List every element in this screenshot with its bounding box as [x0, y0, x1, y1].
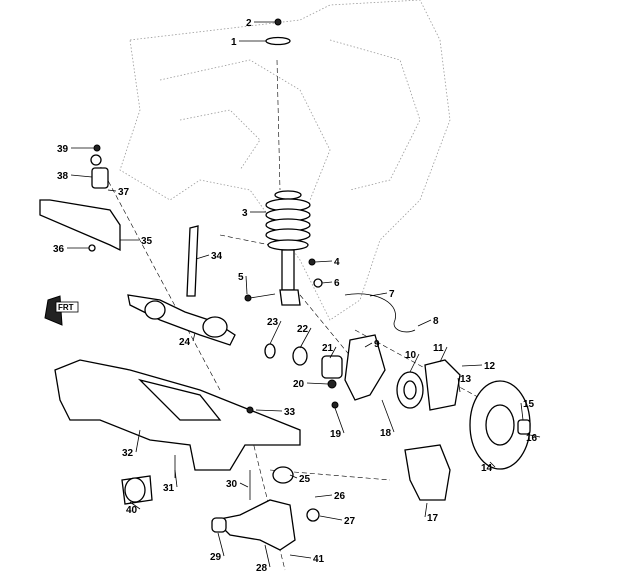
callout-leader-38: [70, 174, 93, 178]
callout-leader-24: [192, 332, 196, 342]
callout-leader-5: [245, 275, 248, 295]
callout-labels: 1234567891011121314151617181920212223242…: [53, 18, 541, 574]
callout-5: 5: [238, 272, 244, 283]
callout-leader-30: [239, 482, 249, 488]
brake-caliper: [404, 444, 451, 501]
callout-16: 16: [526, 433, 538, 444]
callout-12: 12: [484, 361, 496, 372]
callout-leader-18: [381, 399, 395, 433]
callout-leader-15: [520, 402, 524, 421]
callout-leader-13: [457, 377, 461, 393]
strut-mount: [265, 18, 291, 46]
brake-disc: [469, 380, 531, 470]
callout-25: 25: [299, 474, 311, 485]
callout-23: 23: [267, 317, 279, 328]
callout-37: 37: [118, 187, 130, 198]
callout-13: 13: [460, 374, 472, 385]
callout-7: 7: [389, 289, 395, 300]
callout-8: 8: [433, 316, 439, 327]
stabilizer-link: [186, 225, 199, 297]
callout-33: 33: [284, 407, 296, 418]
callout-leader-37: [107, 189, 117, 192]
callout-20: 20: [293, 379, 305, 390]
callout-21: 21: [322, 343, 334, 354]
callout-leader-41: [289, 554, 312, 559]
callout-leader-27: [319, 515, 343, 521]
front-direction-marker: FRT: [44, 295, 79, 326]
callout-leader-9: [364, 342, 373, 348]
callout-leader-6: [321, 281, 333, 284]
callout-leader-32: [135, 429, 141, 453]
callout-leader-19: [334, 407, 345, 434]
callout-4: 4: [334, 257, 340, 268]
callout-leader-4: [314, 260, 333, 263]
callout-30: 30: [226, 479, 238, 490]
wheel-speed-sensor: [344, 293, 416, 333]
callout-leader-23: [269, 320, 282, 345]
callout-41: 41: [313, 554, 325, 565]
callout-18: 18: [380, 428, 392, 439]
callout-28: 28: [256, 563, 268, 574]
callout-leader-22: [299, 327, 312, 349]
callout-10: 10: [405, 350, 417, 361]
callout-leader-20: [306, 382, 329, 385]
callout-29: 29: [210, 552, 222, 563]
callout-38: 38: [57, 171, 69, 182]
callout-leader-21: [329, 346, 337, 359]
callout-26: 26: [334, 491, 346, 502]
callout-leader-31: [174, 469, 178, 488]
callout-leader-28: [264, 544, 271, 568]
callout-leader-7: [369, 292, 388, 297]
callout-27: 27: [344, 516, 356, 527]
bushing: [121, 475, 153, 505]
subframe: [54, 359, 301, 471]
callout-22: 22: [297, 324, 309, 335]
callout-31: 31: [163, 483, 175, 494]
steering-knuckle: [321, 334, 386, 401]
callout-40: 40: [126, 505, 138, 516]
frt-label: FRT: [58, 303, 74, 312]
callout-leader-17: [424, 502, 428, 518]
callout-35: 35: [141, 236, 153, 247]
callout-11: 11: [433, 343, 444, 354]
callout-32: 32: [122, 448, 134, 459]
callout-9: 9: [374, 339, 380, 350]
callout-24: 24: [179, 337, 191, 348]
callout-34: 34: [211, 251, 223, 262]
callout-leader-8: [417, 319, 432, 327]
callout-19: 19: [330, 429, 342, 440]
callout-leader-25: [289, 474, 298, 479]
callout-6: 6: [334, 278, 340, 289]
callout-leader-14: [489, 461, 496, 468]
callout-leader-29: [217, 532, 225, 557]
hub-bearing: [396, 359, 461, 411]
callout-leader-33: [255, 409, 283, 412]
callout-17: 17: [427, 513, 439, 524]
callout-leader-34: [195, 254, 210, 260]
callout-leader-16: [529, 434, 541, 438]
stabilizer-bar: [39, 144, 121, 252]
callout-leader-26: [314, 494, 333, 498]
callout-3: 3: [242, 208, 248, 219]
bolts: [244, 258, 339, 409]
coil-spring-strut: [265, 190, 311, 306]
vehicle-body-outline: [119, 0, 451, 321]
callout-1: 1: [231, 37, 237, 48]
callout-36: 36: [53, 244, 65, 255]
callout-leader-10: [409, 353, 420, 373]
lower-control-arm: [174, 406, 320, 551]
callout-leader-11: [439, 346, 448, 363]
callout-leader-12: [461, 364, 483, 367]
callout-leader-40: [129, 501, 141, 510]
callout-14: 14: [481, 463, 493, 474]
drive-shaft: [127, 294, 308, 366]
callout-15: 15: [523, 399, 535, 410]
callout-39: 39: [57, 144, 69, 155]
callout-2: 2: [246, 18, 252, 29]
